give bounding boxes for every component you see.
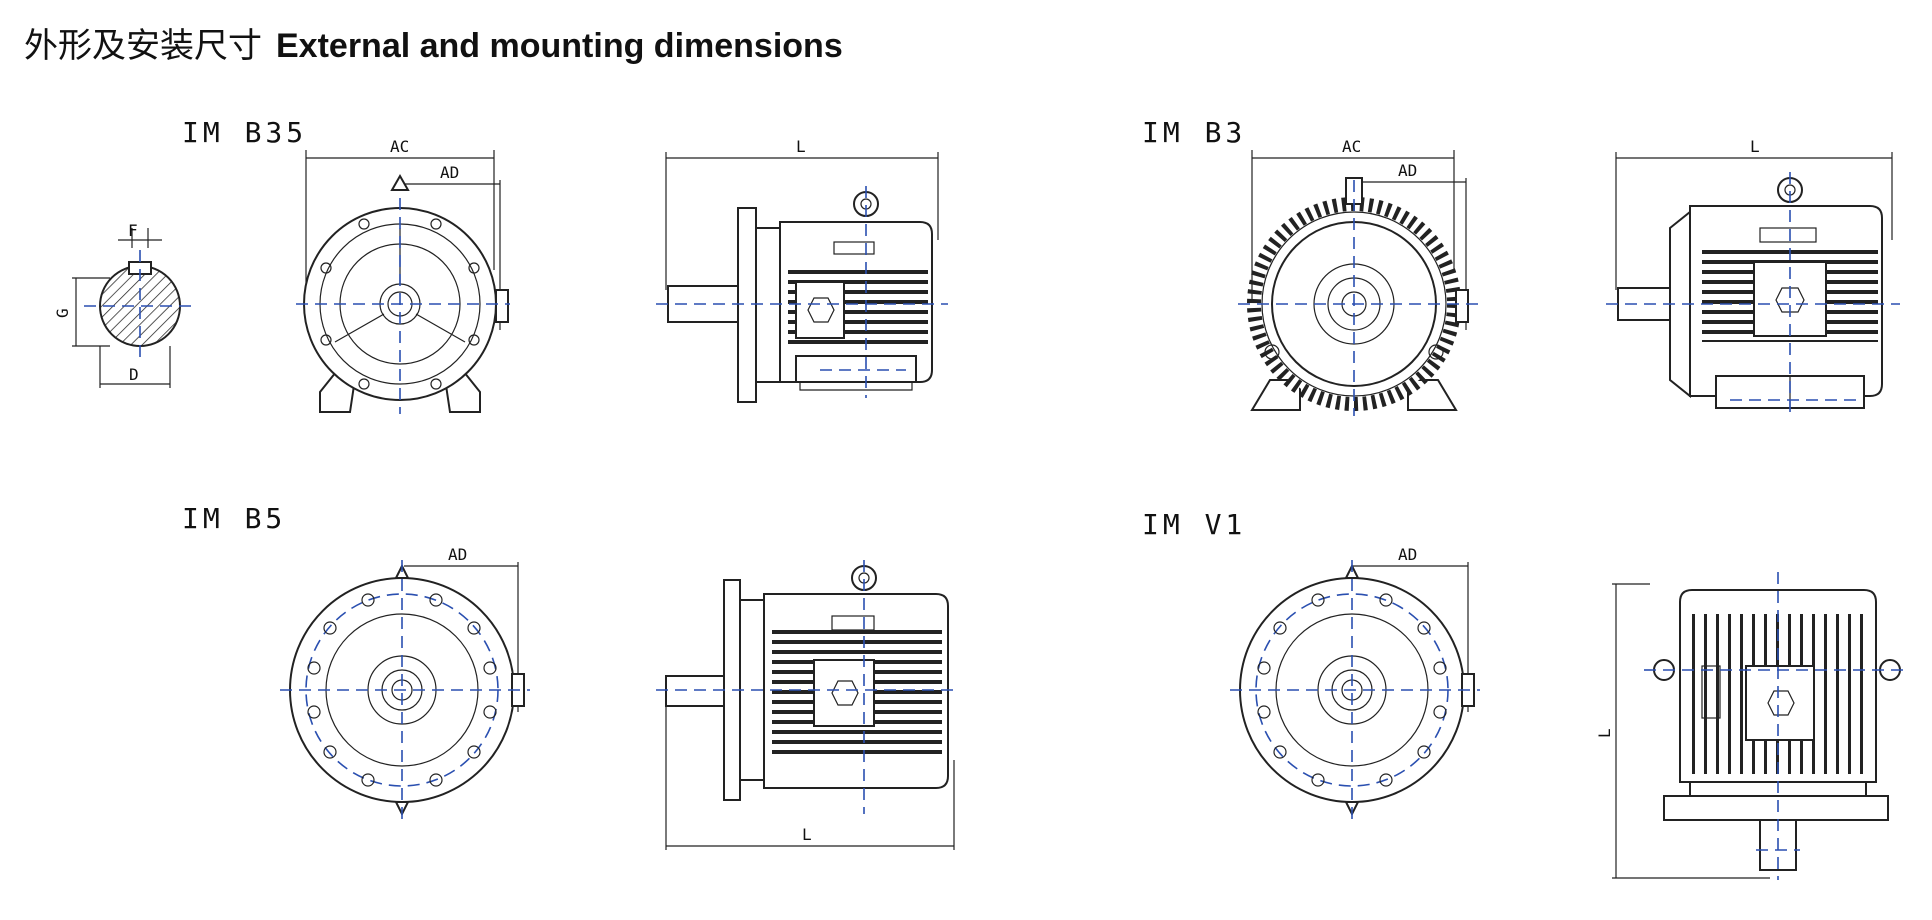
v1-end-view: AD [1230, 545, 1480, 820]
b35-dim-ad: AD [440, 163, 459, 182]
label-im-b3: IM B3 [1142, 116, 1247, 149]
b5-dim-ad: AD [448, 545, 467, 564]
label-im-b35: IM B35 [182, 116, 308, 149]
b35-dim-ac: AC [390, 137, 409, 156]
dim-d: D [129, 365, 139, 384]
title-chinese: 外形及安装尺寸 [24, 26, 262, 66]
b3-end-view: AC AD [1238, 137, 1480, 416]
title-english: External and mounting dimensions [276, 27, 843, 65]
b35-dim-l: L [796, 137, 806, 156]
b3-dim-ac: AC [1342, 137, 1361, 156]
b3-dim-l: L [1750, 137, 1760, 156]
b3-dim-ad: AD [1398, 161, 1417, 180]
dim-g: G [53, 308, 72, 318]
label-im-b5: IM B5 [182, 502, 287, 535]
v1-dim-ad: AD [1398, 545, 1417, 564]
b5-dim-l: L [802, 825, 812, 844]
v1-dim-l: L [1595, 728, 1614, 738]
b3-side-view: L [1606, 137, 1900, 414]
v1-vertical-view: L [1595, 572, 1910, 880]
page-title: 外形及安装尺寸 External and mounting dimensions [24, 18, 843, 67]
b5-side-view: L [656, 560, 960, 850]
label-im-v1: IM V1 [1142, 508, 1247, 541]
b35-end-view: AC AD [296, 137, 510, 414]
dim-f: F [128, 221, 138, 240]
b5-end-view: AD [280, 545, 530, 820]
shaft-section-diagram: F G D [53, 221, 196, 388]
b35-side-view: L [656, 137, 948, 403]
